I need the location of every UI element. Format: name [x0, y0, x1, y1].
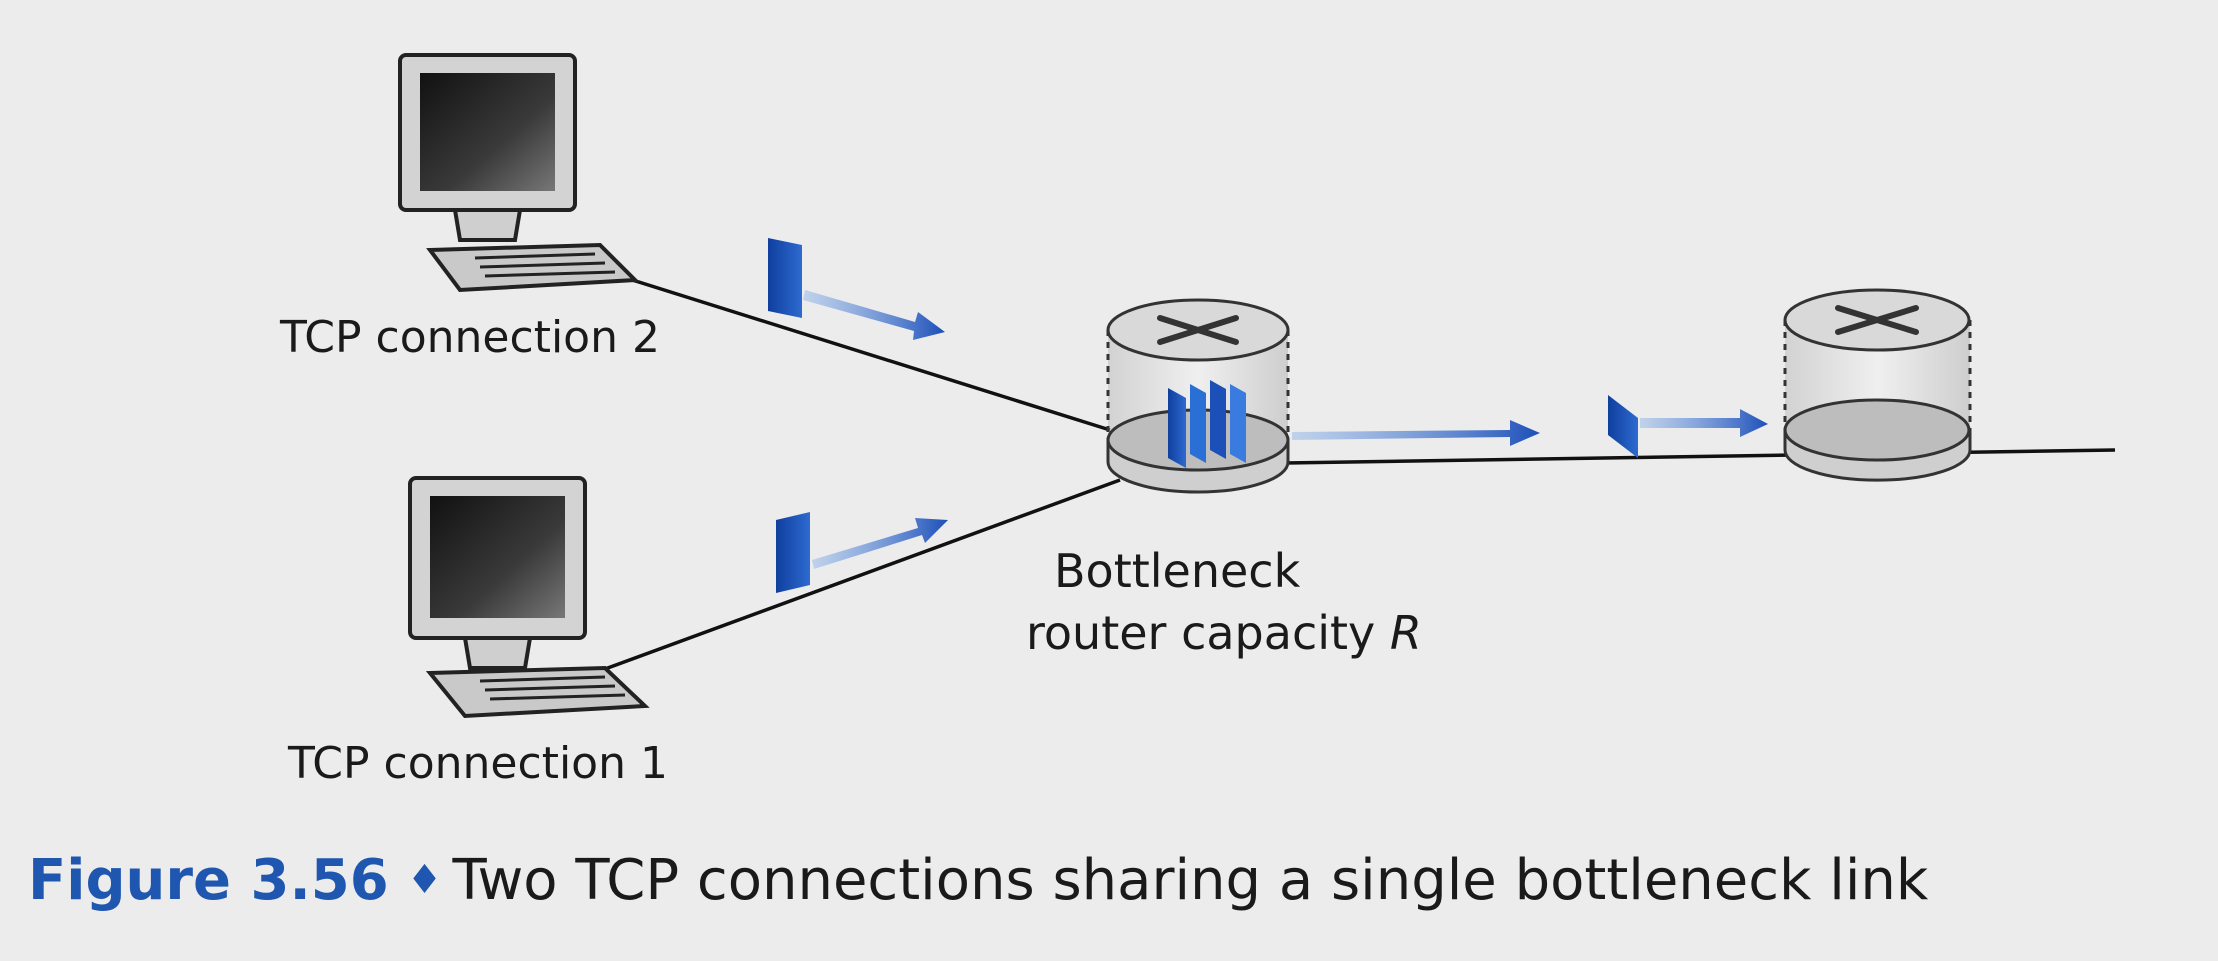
packet-icon — [1230, 384, 1246, 463]
figure-number: Figure 3.56 — [28, 848, 389, 913]
label-tcp-connection-2: TCP connection 2 — [280, 312, 660, 363]
packet-icon — [768, 238, 802, 318]
packet-flow-bottleneck — [1292, 420, 1540, 446]
router-x-icon — [1157, 315, 1239, 345]
arrow-icon — [803, 290, 945, 340]
packet-flow-conn1 — [776, 512, 948, 593]
queued-packets — [1168, 380, 1246, 468]
monitor-stand — [452, 208, 523, 242]
monitor-screen — [430, 496, 565, 618]
packet-icon — [1190, 384, 1206, 463]
diamond-separator-icon: ♦ — [406, 857, 443, 903]
link-conn2-to-router — [574, 260, 1111, 432]
keyboard — [426, 242, 640, 293]
packet-icon — [776, 512, 810, 593]
monitor-screen — [420, 73, 555, 191]
figure-caption: Figure 3.56 ♦Two TCP connections sharing … — [28, 848, 1928, 913]
bottleneck-line1: Bottleneck — [1054, 544, 1301, 598]
label-tcp-connection-1: TCP connection 1 — [288, 738, 668, 789]
computer-icon — [398, 53, 640, 293]
packet-flow-conn2 — [768, 238, 945, 340]
arrow-icon — [812, 518, 948, 569]
label-bottleneck-router: Bottleneck router capacity R — [1026, 540, 1422, 664]
router-icon — [1783, 288, 1972, 482]
arrow-icon — [1640, 409, 1768, 437]
packet-icon — [1210, 380, 1226, 459]
computer-icon — [408, 476, 650, 719]
link-conn1-to-router — [574, 478, 1121, 682]
router-icon — [1106, 298, 1290, 494]
network-links — [574, 260, 2116, 682]
capacity-variable: R — [1389, 606, 1422, 660]
bottleneck-line2: router capacity R — [1026, 602, 1422, 664]
router-bottom-top — [1783, 398, 1971, 462]
packet-flow-downstream — [1608, 395, 1768, 458]
monitor-stand — [462, 636, 533, 670]
bottleneck-line2-prefix: router capacity — [1026, 606, 1390, 660]
keyboard — [425, 665, 650, 719]
caption-text: Two TCP connections sharing a single bot… — [452, 848, 1929, 913]
packet-icon — [1168, 388, 1186, 468]
link-bottleneck — [1284, 448, 2116, 465]
router-x-icon — [1835, 305, 1919, 335]
packet-icon — [1608, 395, 1638, 458]
arrow-icon — [1292, 420, 1540, 446]
